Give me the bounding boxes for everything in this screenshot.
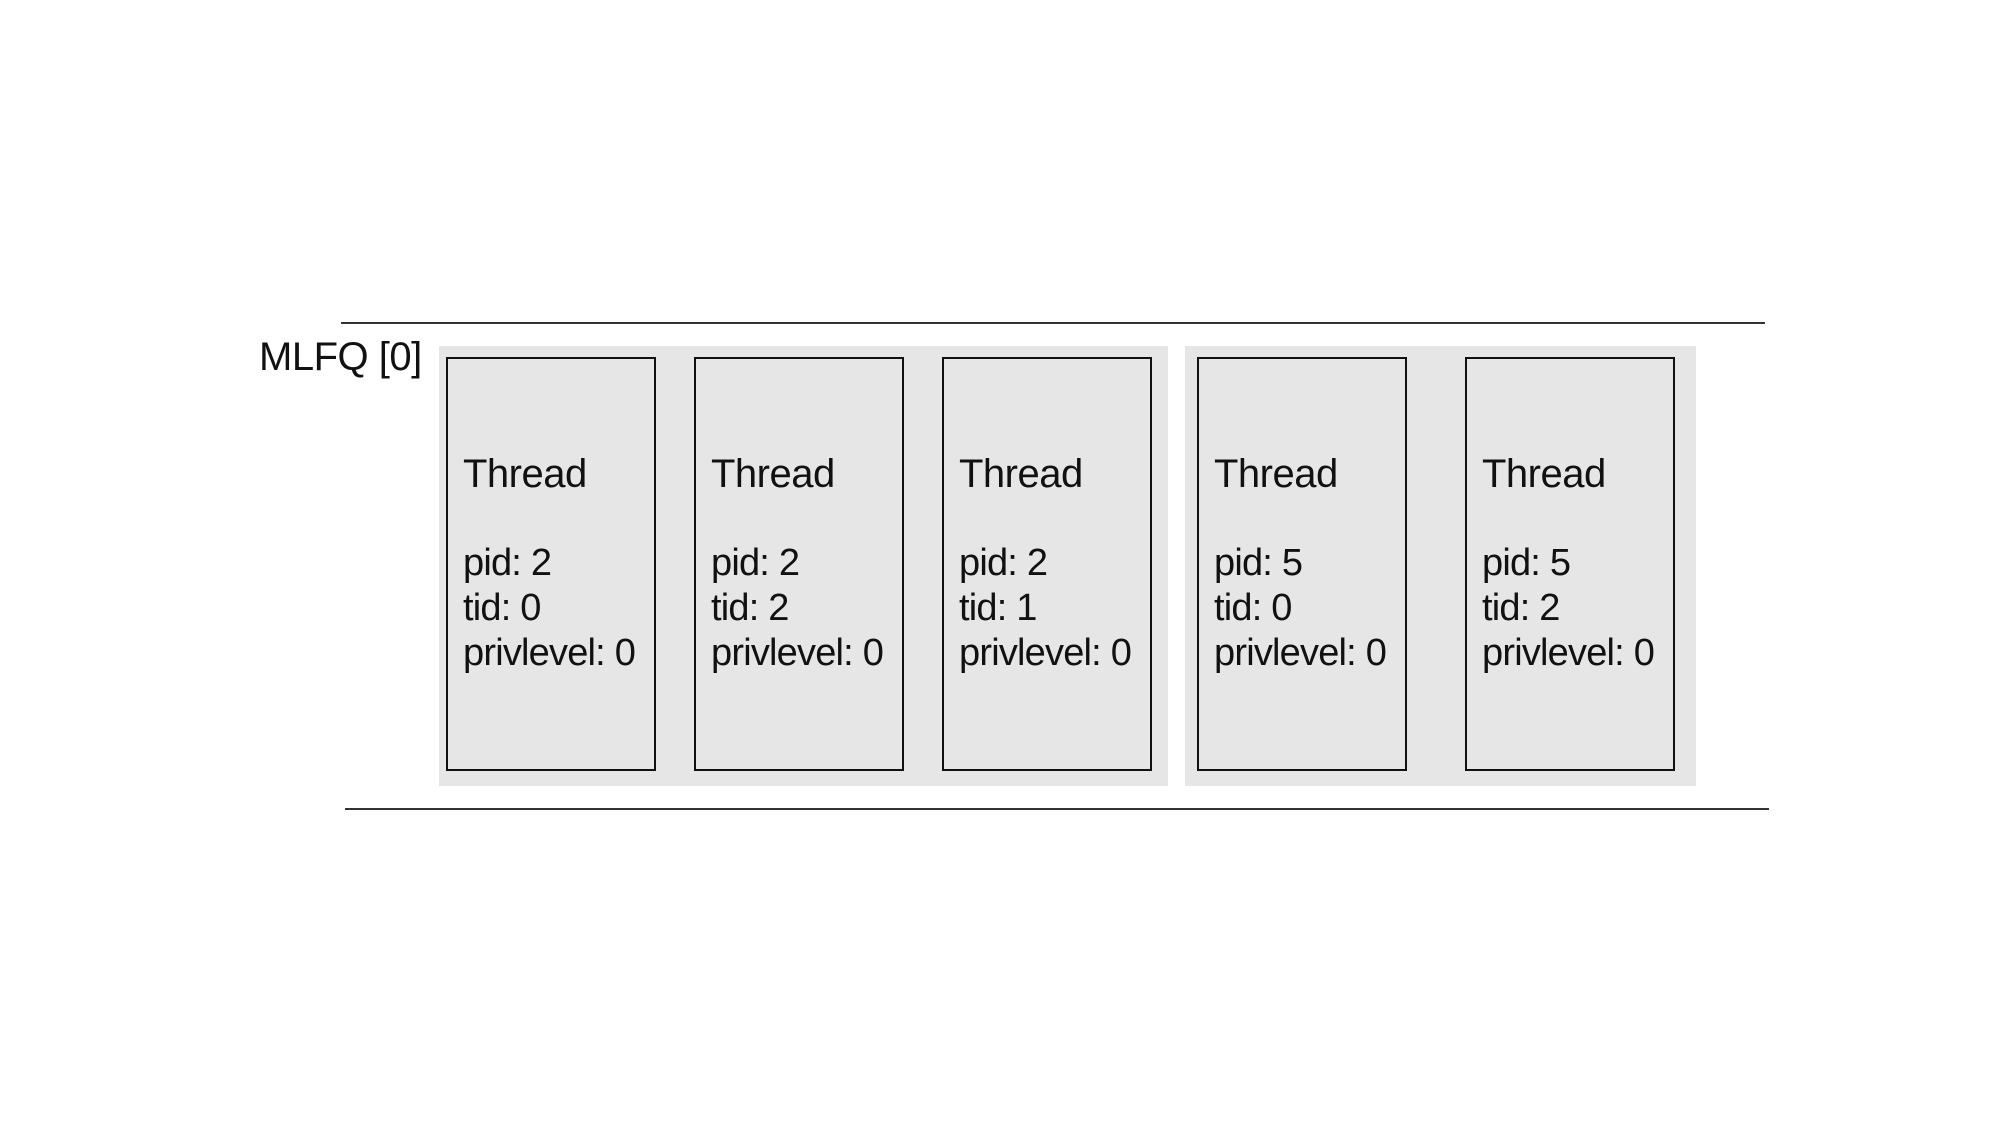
thread-card: Thread pid: 2 tid: 1 privlevel: 0 xyxy=(942,357,1152,771)
queue-top-rule xyxy=(341,322,1765,324)
thread-pid: pid: 5 xyxy=(1482,542,1571,584)
thread-title: Thread xyxy=(1214,452,1338,496)
thread-fields: pid: 2 tid: 2 privlevel: 0 xyxy=(711,541,884,676)
thread-fields: pid: 5 tid: 0 privlevel: 0 xyxy=(1214,541,1387,676)
thread-pid: pid: 5 xyxy=(1214,542,1303,584)
thread-pid: pid: 2 xyxy=(959,542,1048,584)
queue-label: MLFQ [0] xyxy=(259,335,422,379)
thread-card: Thread pid: 2 tid: 2 privlevel: 0 xyxy=(694,357,904,771)
thread-title: Thread xyxy=(463,452,587,496)
thread-tid: tid: 2 xyxy=(1482,587,1560,629)
thread-fields: pid: 2 tid: 1 privlevel: 0 xyxy=(959,541,1132,676)
thread-title: Thread xyxy=(959,452,1083,496)
thread-title: Thread xyxy=(1482,452,1606,496)
thread-title: Thread xyxy=(711,452,835,496)
thread-privlevel: privlevel: 0 xyxy=(711,632,884,674)
thread-fields: pid: 5 tid: 2 privlevel: 0 xyxy=(1482,541,1655,676)
thread-fields: pid: 2 tid: 0 privlevel: 0 xyxy=(463,541,636,676)
thread-card: Thread pid: 2 tid: 0 privlevel: 0 xyxy=(446,357,656,771)
thread-tid: tid: 0 xyxy=(463,587,541,629)
queue-bottom-rule xyxy=(345,808,1769,810)
thread-tid: tid: 0 xyxy=(1214,587,1292,629)
thread-privlevel: privlevel: 0 xyxy=(463,632,636,674)
thread-card: Thread pid: 5 tid: 2 privlevel: 0 xyxy=(1465,357,1675,771)
thread-card: Thread pid: 5 tid: 0 privlevel: 0 xyxy=(1197,357,1407,771)
thread-privlevel: privlevel: 0 xyxy=(1482,632,1655,674)
thread-privlevel: privlevel: 0 xyxy=(1214,632,1387,674)
thread-pid: pid: 2 xyxy=(711,542,800,584)
thread-tid: tid: 1 xyxy=(959,587,1037,629)
thread-tid: tid: 2 xyxy=(711,587,789,629)
thread-privlevel: privlevel: 0 xyxy=(959,632,1132,674)
thread-pid: pid: 2 xyxy=(463,542,552,584)
